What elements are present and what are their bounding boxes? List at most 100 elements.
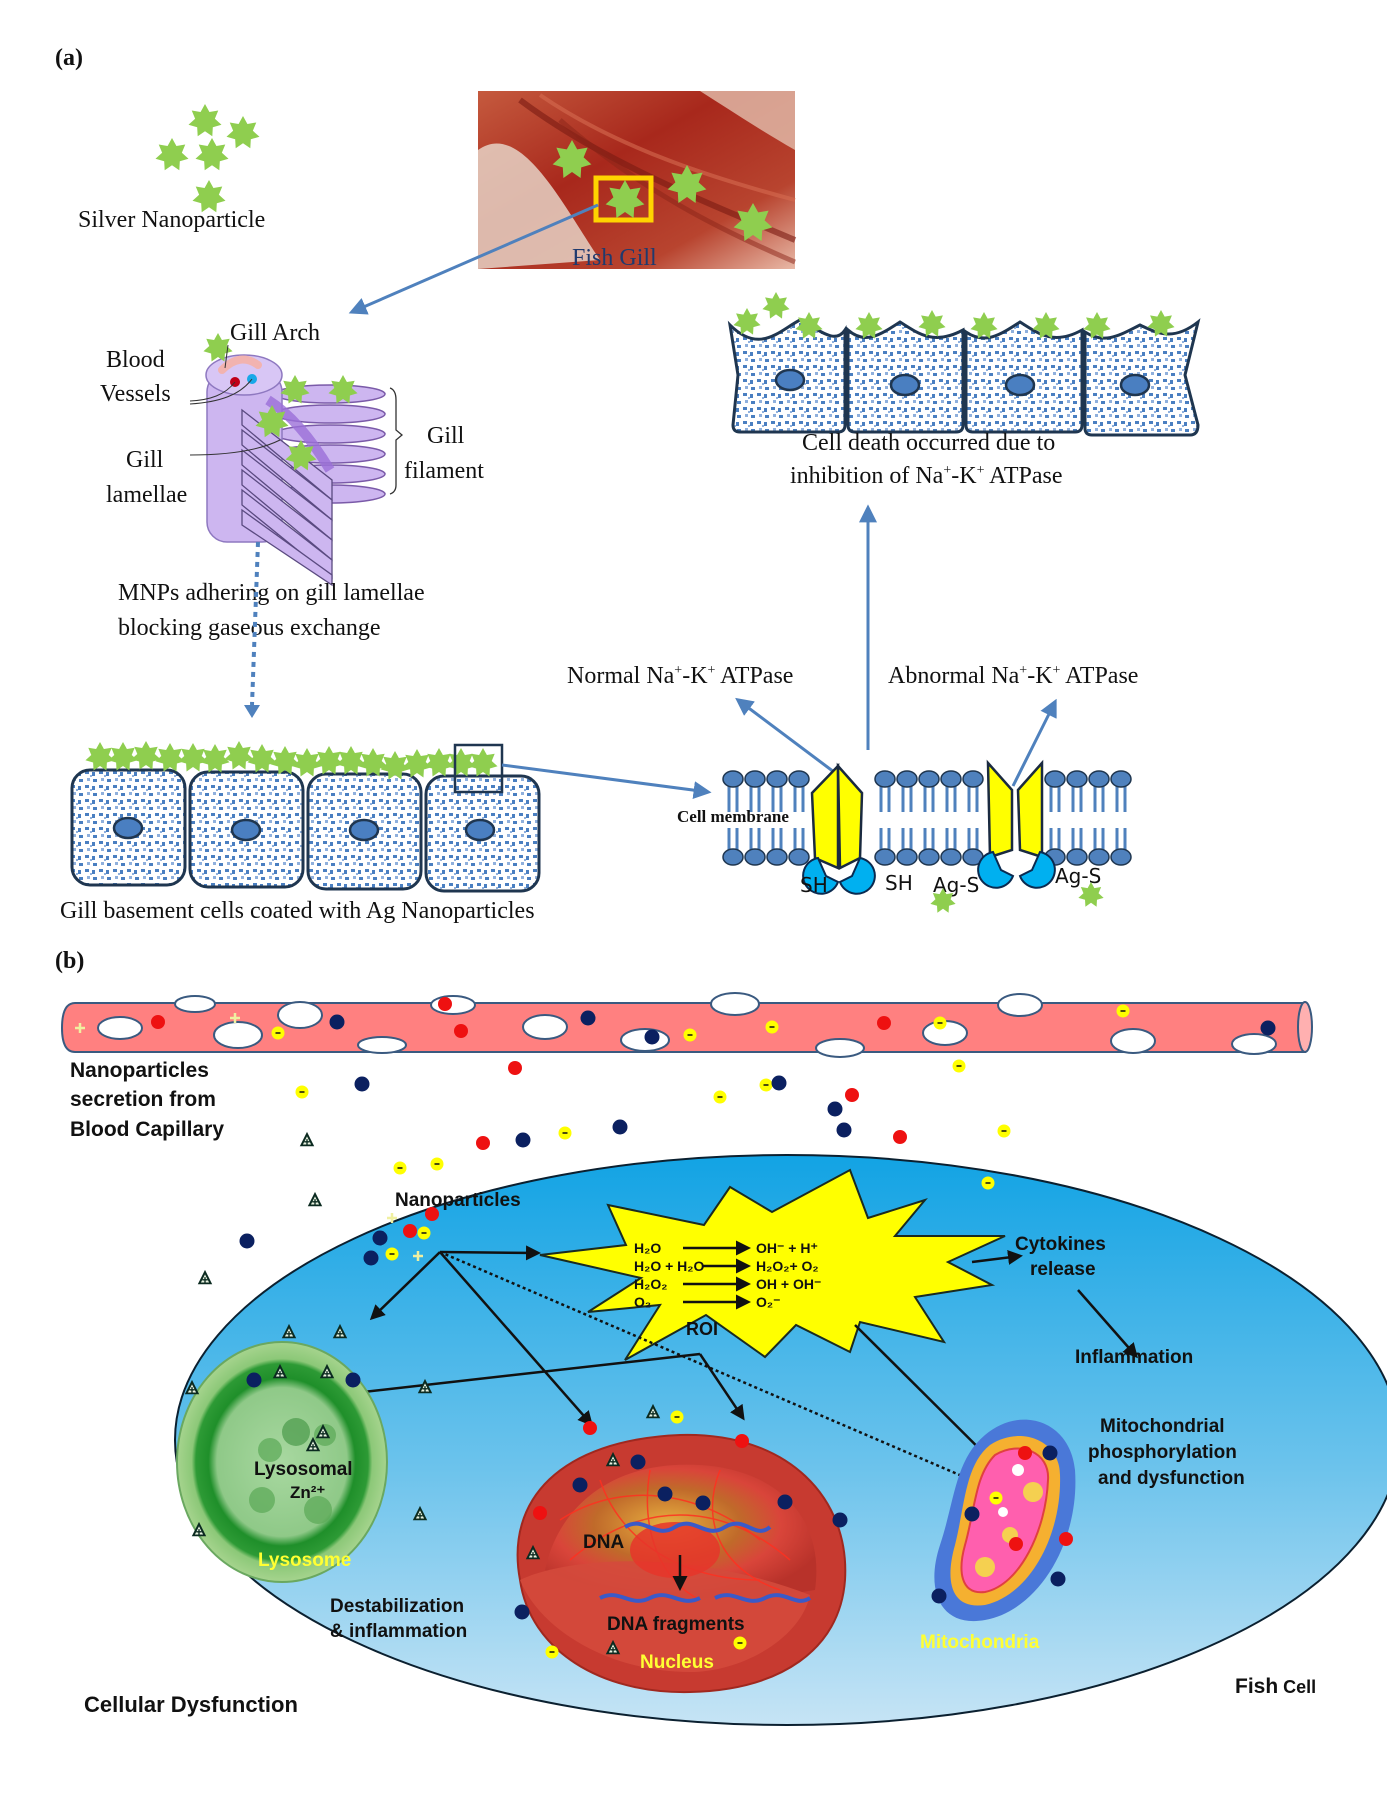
navy-nanoparticle [964, 1506, 980, 1522]
navy-nanoparticle [239, 1233, 255, 1249]
navy-nanoparticle [372, 1230, 388, 1246]
navy-nanoparticle [612, 1119, 628, 1135]
free-nanoparticles [197, 1059, 1011, 1285]
blood-cell [997, 993, 1043, 1017]
gill-lamellae-label-2: lamellae [106, 482, 187, 508]
red-nanoparticle [151, 1015, 165, 1029]
abnormal-pump-left [986, 759, 1014, 859]
lipid-head [1044, 770, 1066, 788]
navy-nanoparticle [1050, 1571, 1066, 1587]
navy-nanoparticle [832, 1512, 848, 1528]
cytokines-line2: release [1030, 1259, 1096, 1280]
fish-gill-photo: Fish Gill [478, 91, 797, 271]
lysosome: Lysosomal Zn²⁺ Lysosome [176, 1341, 388, 1583]
nucleus-icon [1004, 373, 1036, 397]
lipid-head [918, 848, 940, 866]
ags-label-2: Ag-S [1055, 864, 1101, 888]
sh-receptor-icon [838, 856, 876, 895]
lipid-head [788, 770, 810, 788]
destabilization-line2: & inflammation [330, 1621, 467, 1642]
fish-cell-label: Fish Cell [1235, 1675, 1316, 1698]
basement-caption: Gill basement cells coated with Ag Nanop… [60, 898, 535, 924]
red-nanoparticle [735, 1434, 749, 1448]
blood-capillary [60, 992, 1313, 1058]
navy-nanoparticle [580, 1010, 596, 1026]
lipid-head [788, 848, 810, 866]
lipid-head [940, 770, 962, 788]
sh-label-2: SH [885, 871, 913, 895]
cell-membrane-label: Cell membrane [677, 807, 789, 826]
ags-receptor-icon [1018, 850, 1056, 889]
lipid-head [1066, 848, 1088, 866]
nucleus-icon [889, 373, 921, 397]
positive-triangle-icon [299, 1131, 315, 1147]
reaction-left: H₂O₂ [634, 1276, 667, 1292]
nanoparticle-star-icon [188, 104, 222, 137]
positive-triangle-icon [197, 1269, 213, 1285]
lysosomal-zn-line2: Zn²⁺ [290, 1483, 325, 1502]
navy-nanoparticle [630, 1454, 646, 1470]
ags-receptor-icon [977, 850, 1015, 889]
arrow-gill-to-diagram [348, 203, 599, 315]
secretion-line1: Nanoparticles [70, 1059, 209, 1082]
mito-dysfunction-line2: phosphorylation [1088, 1442, 1237, 1463]
dna-fragments-icon [599, 1593, 812, 1603]
red-nanoparticle [1009, 1537, 1023, 1551]
destabilization-line1: Destabilization [330, 1596, 464, 1617]
highlight-box [593, 175, 654, 223]
gill-arch-diagram: Gill Arch Blood Vessels Gill lamellae Gi… [100, 320, 484, 587]
lipid-head [744, 770, 766, 788]
lipid-head [744, 848, 766, 866]
blood-cell [174, 995, 216, 1013]
dotted-arrow-down [250, 541, 260, 706]
lipid-head [962, 770, 984, 788]
lipid-head [940, 848, 962, 866]
plus-icon [387, 1213, 397, 1223]
roi-label: ROI [686, 1319, 718, 1339]
mitochondria: Mitochondria [920, 1419, 1076, 1653]
navy-nanoparticle [695, 1495, 711, 1511]
lipid-head [1066, 770, 1088, 788]
red-nanoparticle [583, 1421, 597, 1435]
capillary-cells [97, 992, 1277, 1058]
lipid-head [1110, 848, 1132, 866]
nucleus-icon [1119, 373, 1151, 397]
blood-cell [522, 1014, 568, 1040]
zoom-box [453, 743, 504, 794]
nanoparticles-label: Nanoparticles [395, 1190, 521, 1211]
filament-bracket [389, 387, 404, 495]
navy-nanoparticle [827, 1101, 843, 1117]
abnormal-atpase-label: Abnormal Na+-K+ ATPase [888, 663, 1138, 689]
lipid-head [874, 770, 896, 788]
navy-nanoparticle [572, 1477, 588, 1493]
navy-nanoparticle [931, 1588, 947, 1604]
lipid-head [918, 770, 940, 788]
reaction-left: O₂ [634, 1294, 651, 1310]
navy-nanoparticle [1260, 1020, 1276, 1036]
blood-label: Blood [106, 347, 165, 373]
red-nanoparticle [533, 1506, 547, 1520]
lipid-head [1088, 770, 1110, 788]
cellular-dysfunction-label: Cellular Dysfunction [84, 1692, 298, 1717]
normal-pump-left [810, 762, 840, 870]
reaction-right: OH⁻ + H⁺ [756, 1240, 818, 1256]
arrow-to-normal-atpase [735, 697, 839, 777]
nanoparticle-star-icon [155, 138, 189, 171]
reaction-right: O₂⁻ [756, 1294, 781, 1310]
lipid-bilayer [722, 770, 1132, 866]
nucleus: DNA DNA fragments Nucleus [516, 1433, 847, 1694]
navy-nanoparticle [246, 1372, 262, 1388]
nucleus-label: Nucleus [640, 1652, 714, 1673]
red-nanoparticle [438, 997, 452, 1011]
navy-nanoparticle [1042, 1445, 1058, 1461]
arrow-to-abnormal-atpase [1011, 698, 1057, 787]
nucleus-icon [774, 368, 806, 392]
blood-cell [620, 1028, 670, 1052]
panel-a-label: (a) [55, 45, 83, 71]
cell-nanoparticles [184, 1176, 1073, 1659]
lipid-head [766, 848, 788, 866]
arrow-head [244, 705, 260, 718]
gill-filament-label-2: filament [404, 458, 484, 484]
blood-cell [815, 1038, 865, 1058]
